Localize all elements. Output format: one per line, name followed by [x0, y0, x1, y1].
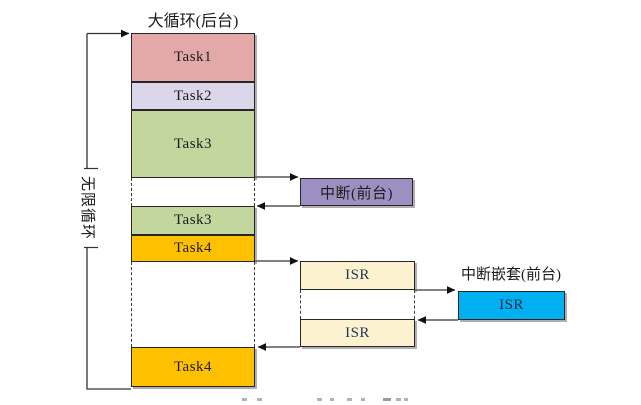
task4-resume-block: Task4 — [131, 347, 255, 387]
isr2-block: ISR — [300, 319, 415, 347]
cropped-caption-remnant — [330, 398, 334, 401]
task4-block: Task4 — [131, 235, 255, 262]
task3-resume-block: Task3 — [131, 206, 255, 235]
cropped-caption-remnant — [317, 398, 322, 401]
isr1-label: ISR — [345, 267, 370, 283]
background-loop-title: 大循环(后台) — [147, 13, 239, 30]
cropped-caption-remnant — [361, 398, 365, 401]
task4-label: Task4 — [173, 240, 213, 256]
isr-gap-segment — [131, 262, 255, 347]
isr2-label: ISR — [345, 324, 370, 341]
cropped-caption-remnant — [396, 398, 401, 401]
interrupt-gap-segment — [131, 178, 255, 206]
cropped-caption-remnant — [383, 398, 391, 401]
task2-label: Task2 — [173, 87, 213, 104]
task1-label: Task1 — [173, 49, 213, 65]
nested-interrupt-title: 中断嵌套(前台) — [461, 267, 561, 283]
task3-resume-label: Task3 — [173, 212, 213, 228]
cropped-caption-remnant — [404, 398, 408, 401]
loop-vertical-line-lower — [86, 248, 131, 390]
task4-resume-label: Task4 — [173, 358, 213, 375]
task3-block: Task3 — [131, 110, 255, 178]
cropped-caption-remnant — [347, 398, 352, 401]
cropped-caption-remnant — [242, 398, 247, 401]
nested-isr-block: ISR — [458, 291, 565, 320]
isr1-block: ISR — [300, 261, 415, 290]
nested-isr-label: ISR — [499, 297, 524, 313]
isr-nested-gap-segment — [300, 290, 415, 319]
interrupt-foreground-block: 中断(前台) — [300, 178, 413, 206]
task1-block: Task1 — [131, 33, 255, 82]
interrupt-foreground-label: 中断(前台) — [320, 185, 393, 202]
cropped-caption-remnant — [257, 398, 262, 401]
task3-label: Task3 — [173, 135, 213, 152]
infinite-loop-label: 无限循环 — [79, 175, 95, 240]
task2-block: Task2 — [131, 82, 255, 110]
